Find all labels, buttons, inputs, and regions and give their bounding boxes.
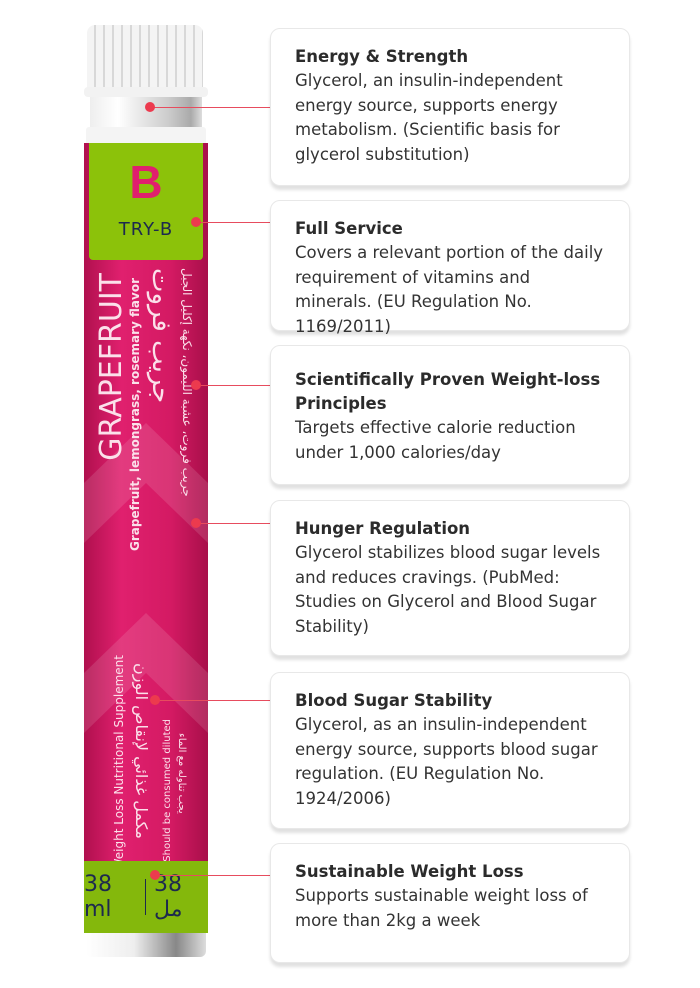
feature-title: Scientifically Proven Weight-loss Princi… <box>295 370 601 413</box>
feature-body: Targets effective calorie reduction unde… <box>295 418 576 462</box>
connector-line <box>196 222 278 223</box>
feature-title: Hunger Regulation <box>295 519 471 538</box>
product-bottle: B TRY-B GRAPEFRUIT Grapefruit, lemongras… <box>84 25 208 960</box>
feature-title: Sustainable Weight Loss <box>295 862 524 881</box>
volume-panel: 38 ml 38 مل <box>84 861 208 933</box>
feature-body: Glycerol, an insulin-independent energy … <box>295 71 563 164</box>
cap-rim <box>84 87 208 97</box>
arabic-desc: جريب فروت، عشبة الليمون، نكهة إكليل الجب… <box>180 268 194 497</box>
dilute-text-ar: يجب تناوله مع الماء <box>176 733 187 814</box>
marker-dot <box>191 217 201 227</box>
marker-dot <box>150 870 160 880</box>
bottle-cap <box>87 25 203 93</box>
connector-line <box>196 385 278 386</box>
marker-dot <box>145 102 155 112</box>
marker-dot <box>150 695 160 705</box>
connector-line <box>150 107 278 108</box>
connector-line <box>155 875 278 876</box>
flavor-name: GRAPEFRUIT <box>94 273 129 461</box>
supplement-text: Weight Loss Nutritional Supplement <box>112 655 126 871</box>
feature-body: Glycerol stabilizes blood sugar levels a… <box>295 543 601 636</box>
dilute-text: Should be consumed diluted <box>162 719 173 862</box>
connector-line <box>155 700 278 701</box>
supplement-text-ar: مكمل غذائي لإنقاص الوزن <box>132 663 151 839</box>
volume: 38 ml <box>84 872 112 922</box>
feature-body: Covers a relevant portion of the daily r… <box>295 243 604 336</box>
connector-line <box>196 523 278 524</box>
bottle-label: B TRY-B GRAPEFRUIT Grapefruit, lemongras… <box>84 143 208 933</box>
arabic-name: جريب فروت <box>146 268 176 404</box>
marker-dot <box>191 380 201 390</box>
marker-dot <box>191 518 201 528</box>
brand-panel: B TRY-B <box>89 143 203 260</box>
feature-body: Supports sustainable weight loss of more… <box>295 886 588 930</box>
feature-title: Energy & Strength <box>295 47 469 66</box>
brand-logo-icon: B <box>129 156 163 208</box>
feature-body: Glycerol, as an insulin-independent ener… <box>295 715 598 808</box>
brand-name: TRY-B <box>118 219 174 240</box>
feature-title: Full Service <box>295 219 403 238</box>
feature-card-weight-loss-principles: Scientifically Proven Weight-loss Princi… <box>270 345 630 485</box>
bottle-base <box>86 933 206 957</box>
volume-ar: 38 مل <box>154 872 183 922</box>
flavor-desc: Grapefruit, lemongrass, rosemary flavor <box>128 278 142 551</box>
feature-title: Blood Sugar Stability <box>295 691 493 710</box>
